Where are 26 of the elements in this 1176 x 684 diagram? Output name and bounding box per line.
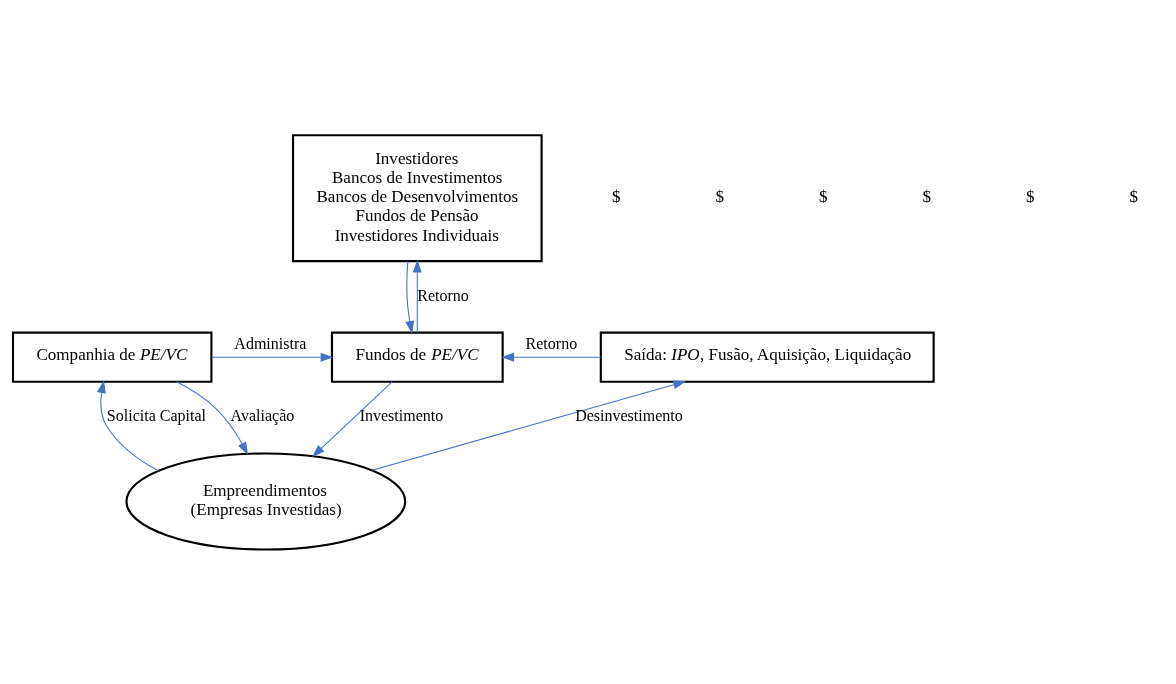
label: $ bbox=[922, 186, 931, 206]
edge-label: Administra bbox=[234, 334, 307, 352]
edge-label: Solicita Capital bbox=[106, 406, 206, 424]
node-box: Investidores Bancos de Investimentos Bancos de Desenvolvimentos Fundos de Pensão Investidores Individuais bbox=[291, 133, 543, 262]
label: $ bbox=[818, 186, 828, 206]
label: $ bbox=[715, 186, 725, 206]
arrow bbox=[211, 352, 334, 362]
label: $ bbox=[612, 186, 621, 206]
arrow bbox=[312, 380, 393, 457]
arrow bbox=[97, 379, 159, 471]
edge-label: Avaliação bbox=[230, 406, 295, 424]
arrow bbox=[176, 380, 249, 455]
edge-label: Retorno bbox=[525, 334, 578, 352]
arrow bbox=[405, 260, 415, 334]
edge-label: Desinvestimento bbox=[575, 406, 683, 424]
label: $ bbox=[1025, 186, 1035, 206]
node-box: Saída: IPO, Fusão, Aquisição, Liquidação bbox=[599, 331, 935, 383]
edge-label: Retorno bbox=[417, 286, 469, 304]
node-box: Companhia de PE/VC bbox=[11, 331, 213, 383]
node-ellipse: Empreendimentos (Empresas Investidas) bbox=[125, 451, 407, 551]
node-box: Fundos de PE/VC bbox=[330, 331, 504, 383]
edge-label: Investimento bbox=[359, 406, 444, 424]
arrow bbox=[412, 259, 422, 333]
arrow bbox=[371, 379, 686, 471]
arrow bbox=[501, 352, 602, 362]
label: $ bbox=[1129, 186, 1138, 206]
